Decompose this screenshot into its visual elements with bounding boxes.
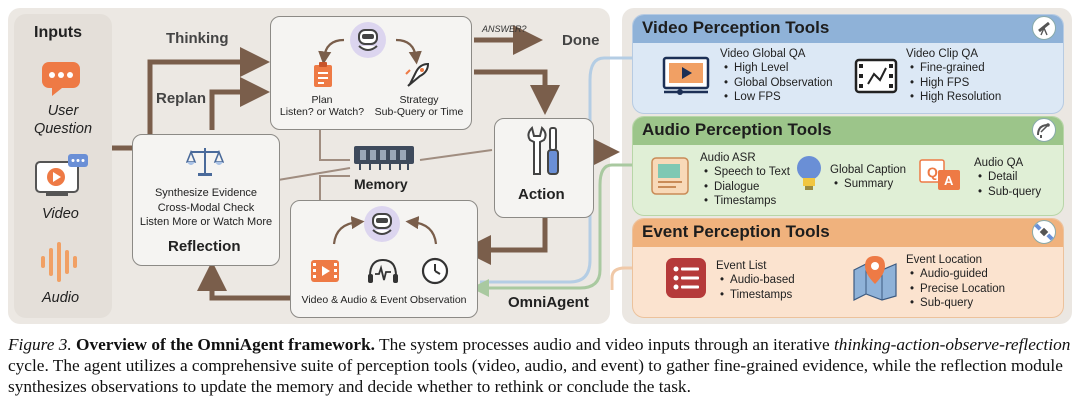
tools-wrench-icon [522, 124, 566, 178]
observation-loop-arrows [332, 216, 438, 245]
plan-icon [312, 62, 334, 88]
caption-italic: thinking-action-observe-reflection [834, 335, 1071, 354]
video-player-icon [662, 56, 710, 96]
strategy-label: Strategy Sub-Query or Time [374, 94, 464, 118]
video-tools-title: Video Perception Tools [642, 18, 830, 37]
scale-icon [185, 144, 225, 178]
event-location-tool: Event Location Audio-guided Precise Loca… [906, 253, 1005, 311]
feature-item: Audio-guided [906, 267, 1005, 282]
audio-qa-tool: Audio QA Detail Sub-query [974, 156, 1041, 199]
reflection-label: Reflection [168, 238, 241, 255]
global-caption-name: Global Caption [830, 164, 907, 176]
list-icon [664, 256, 708, 300]
reflection-lines: Synthesize Evidence Cross-Modal Check Li… [139, 187, 273, 228]
headphone-wave-icon [366, 256, 400, 286]
video-icon [32, 152, 92, 200]
video-clip-qa-tool: Video Clip QA Fine-grained High FPS High… [906, 47, 1001, 105]
feature-item: Detail [974, 170, 1041, 185]
event-tools-title: Event Perception Tools [642, 222, 830, 241]
figure-caption: Figure 3. Overview of the OmniAgent fram… [8, 334, 1072, 397]
strategy-icon [404, 60, 432, 88]
video-global-qa-name: Video Global QA [720, 48, 806, 60]
audio-asr-name: Audio ASR [700, 152, 756, 164]
video-clip-qa-name: Video Clip QA [906, 48, 979, 60]
event-location-name: Event Location [906, 254, 983, 266]
plan-label: Plan Listen? or Watch? [279, 94, 365, 118]
audio-wave-icon [38, 240, 82, 284]
audio-qa-items: Detail Sub-query [974, 170, 1041, 199]
chat-icon [40, 58, 84, 96]
feature-item: Global Observation [720, 76, 832, 91]
feature-item: Speech to Text [700, 165, 790, 180]
action-label: Action [518, 186, 565, 203]
thinking-label: Thinking [166, 30, 229, 47]
feature-item: Dialogue [700, 180, 790, 195]
feature-item: High Level [720, 61, 832, 76]
user-question-label: User Question [33, 103, 93, 137]
audio-asr-items: Speech to Text Dialogue Timestamps [700, 165, 790, 209]
caption-text-1: The system processes audio and video inp… [375, 335, 834, 354]
feature-item: High Resolution [906, 90, 1001, 105]
audio-tools-title: Audio Perception Tools [642, 120, 832, 139]
answer-label: ANSWER? [482, 24, 527, 34]
feature-item: Timestamps [700, 194, 790, 209]
memory-chip-icon [352, 142, 416, 172]
satellite-icon [1032, 220, 1056, 244]
audio-input-label: Audio [42, 290, 80, 306]
feature-item: Summary [830, 177, 906, 192]
feature-item: Sub-query [906, 296, 1005, 311]
event-list-tool: Event List Audio-based Timestamps [716, 259, 795, 302]
replan-label: Replan [156, 90, 207, 107]
thinking-loop-arrows [318, 38, 422, 65]
inputs-title: Inputs [34, 24, 82, 41]
feature-item: Precise Location [906, 282, 1005, 297]
clock-icon [420, 256, 450, 286]
caption-bold: Overview of the OmniAgent framework. [76, 335, 376, 354]
telescope-icon [1032, 16, 1056, 40]
video-clip-qa-items: Fine-grained High FPS High Resolution [906, 61, 1001, 105]
global-caption-tool: Global Caption Summary [830, 163, 906, 192]
film-icon [310, 258, 340, 284]
feature-item: Audio-based [716, 273, 795, 288]
svg-text:Q: Q [927, 164, 938, 180]
observation-label: Video & Audio & Event Observation [301, 294, 467, 306]
agent-robot-icon [348, 20, 388, 60]
memory-label: Memory [354, 176, 408, 192]
satellite-dish-icon [1032, 118, 1056, 142]
flow-arrows [112, 25, 640, 301]
video-global-qa-tool: Video Global QA High Level Global Observ… [720, 47, 832, 105]
audio-asr-tool: Audio ASR Speech to Text Dialogue Timest… [700, 151, 790, 209]
omniagent-label: OmniAgent [508, 294, 589, 311]
feature-item: Sub-query [974, 185, 1041, 200]
event-list-items: Audio-based Timestamps [716, 273, 795, 302]
feature-item: High FPS [906, 76, 1001, 91]
feature-item: Timestamps [716, 288, 795, 303]
lightbulb-icon [794, 154, 824, 194]
caption-text-2: cycle. The agent utilizes a comprehensiv… [8, 356, 1063, 396]
video-input-label: Video [42, 206, 79, 222]
caption-label: Figure 3. [8, 335, 72, 354]
done-label: Done [562, 32, 600, 49]
video-global-qa-items: High Level Global Observation Low FPS [720, 61, 832, 105]
event-location-items: Audio-guided Precise Location Sub-query [906, 267, 1005, 311]
event-list-name: Event List [716, 260, 767, 272]
observer-robot-icon [362, 204, 402, 244]
transcript-icon [648, 154, 694, 198]
global-caption-items: Summary [830, 177, 906, 192]
feature-item: Low FPS [720, 90, 832, 105]
feature-item: Fine-grained [906, 61, 1001, 76]
video-clip-icon [854, 56, 898, 96]
audio-qa-name: Audio QA [974, 157, 1024, 169]
map-pin-icon [850, 252, 900, 302]
svg-text:A: A [944, 173, 954, 188]
